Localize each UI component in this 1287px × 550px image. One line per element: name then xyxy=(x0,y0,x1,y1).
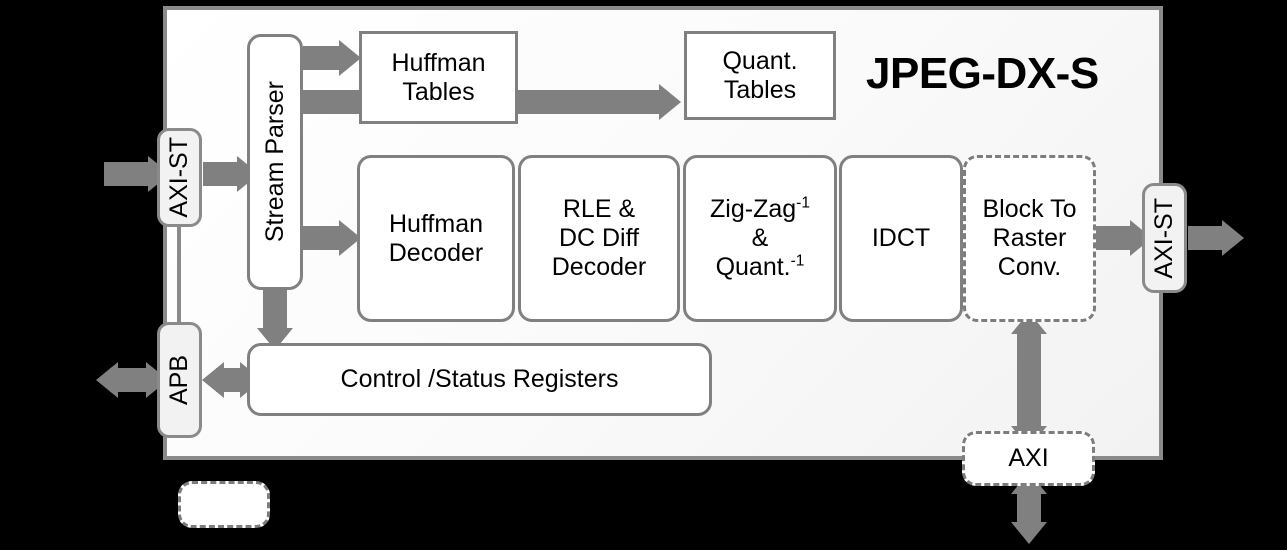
block-csr-label: Control /Status Registers xyxy=(340,365,619,393)
arrow-axist-to-parser-shaft xyxy=(203,162,241,186)
block-zigzag-quant-inverse[interactable]: Zig-Zag-1 & Quant.-1 xyxy=(683,155,837,322)
port-apb-label: APB xyxy=(165,354,193,406)
block-rle-dcdiff-line3: Decoder xyxy=(551,253,647,281)
port-output-axi-st-label: AXI-ST xyxy=(1150,197,1178,279)
arrow-axi-external-head-down xyxy=(1011,522,1047,544)
arrow-parser-to-quant-tables-head xyxy=(659,84,681,120)
block-huffman-decoder-line2: Decoder xyxy=(388,238,484,267)
block-rle-dcdiff-line1: RLE & xyxy=(562,195,636,223)
block-huffman-tables-line1: Huffman xyxy=(391,48,486,77)
port-output-axi-st[interactable]: AXI-ST xyxy=(1142,183,1187,293)
arrow-parser-to-huffman-tables-shaft xyxy=(303,46,343,70)
block-zigzag-line3: Quant.-1 xyxy=(715,252,805,281)
port-axi-memory[interactable]: AXI xyxy=(962,431,1095,486)
block-quant-tables-line2: Tables xyxy=(723,75,797,104)
legend-dashed-swatch xyxy=(178,481,270,528)
page-title: JPEG-DX-S xyxy=(866,49,1099,98)
connector-axist-apb xyxy=(177,227,181,325)
arrow-output-external-shaft xyxy=(1188,226,1226,250)
arrow-apb-external-head-left xyxy=(96,362,118,398)
block-huffman-decoder[interactable]: Huffman Decoder xyxy=(357,155,515,322)
block-quant-tables[interactable]: Quant. Tables xyxy=(684,31,836,120)
block-rle-dcdiff-line2: DC Diff xyxy=(558,224,640,252)
block-zigzag-line1: Zig-Zag-1 xyxy=(710,194,810,223)
arrow-apb-to-csr-head-left xyxy=(202,362,224,398)
arrow-raster-to-axist-shaft xyxy=(1096,226,1134,250)
block-stream-parser-label: Stream Parser xyxy=(260,81,289,243)
block-idct[interactable]: IDCT xyxy=(839,155,963,322)
arrow-parser-to-huffman-decoder-head xyxy=(339,220,361,256)
block-raster-line2: Raster xyxy=(992,224,1067,252)
arrow-output-external-head xyxy=(1222,220,1244,256)
port-input-axi-st[interactable]: AXI-ST xyxy=(157,128,202,227)
port-apb[interactable]: APB xyxy=(157,322,202,438)
block-raster-line1: Block To xyxy=(982,195,1077,223)
block-rle-dcdiff-decoder[interactable]: RLE & DC Diff Decoder xyxy=(518,155,680,322)
arrow-parser-to-csr-shaft xyxy=(263,290,287,332)
block-raster-line3: Conv. xyxy=(997,253,1062,281)
block-huffman-decoder-line1: Huffman xyxy=(388,209,484,238)
block-quant-tables-line1: Quant. xyxy=(722,46,798,75)
block-idct-label: IDCT xyxy=(871,224,931,252)
arrow-parser-to-huffman-decoder-shaft xyxy=(303,226,343,250)
block-huffman-tables-line2: Tables xyxy=(402,77,475,106)
block-stream-parser[interactable]: Stream Parser xyxy=(247,34,303,290)
arrow-raster-to-axi-shaft xyxy=(1017,330,1041,430)
port-axi-memory-label: AXI xyxy=(1008,444,1049,472)
block-zigzag-line2: & xyxy=(751,224,769,252)
arrow-parser-to-huffman-tables-head xyxy=(339,40,361,76)
block-control-status-registers[interactable]: Control /Status Registers xyxy=(247,343,712,416)
block-block-to-raster-conv[interactable]: Block To Raster Conv. xyxy=(963,155,1096,322)
block-huffman-tables[interactable]: Huffman Tables xyxy=(359,31,518,124)
arrow-input-shaft xyxy=(104,162,148,186)
port-input-axi-st-label: AXI-ST xyxy=(165,137,193,218)
